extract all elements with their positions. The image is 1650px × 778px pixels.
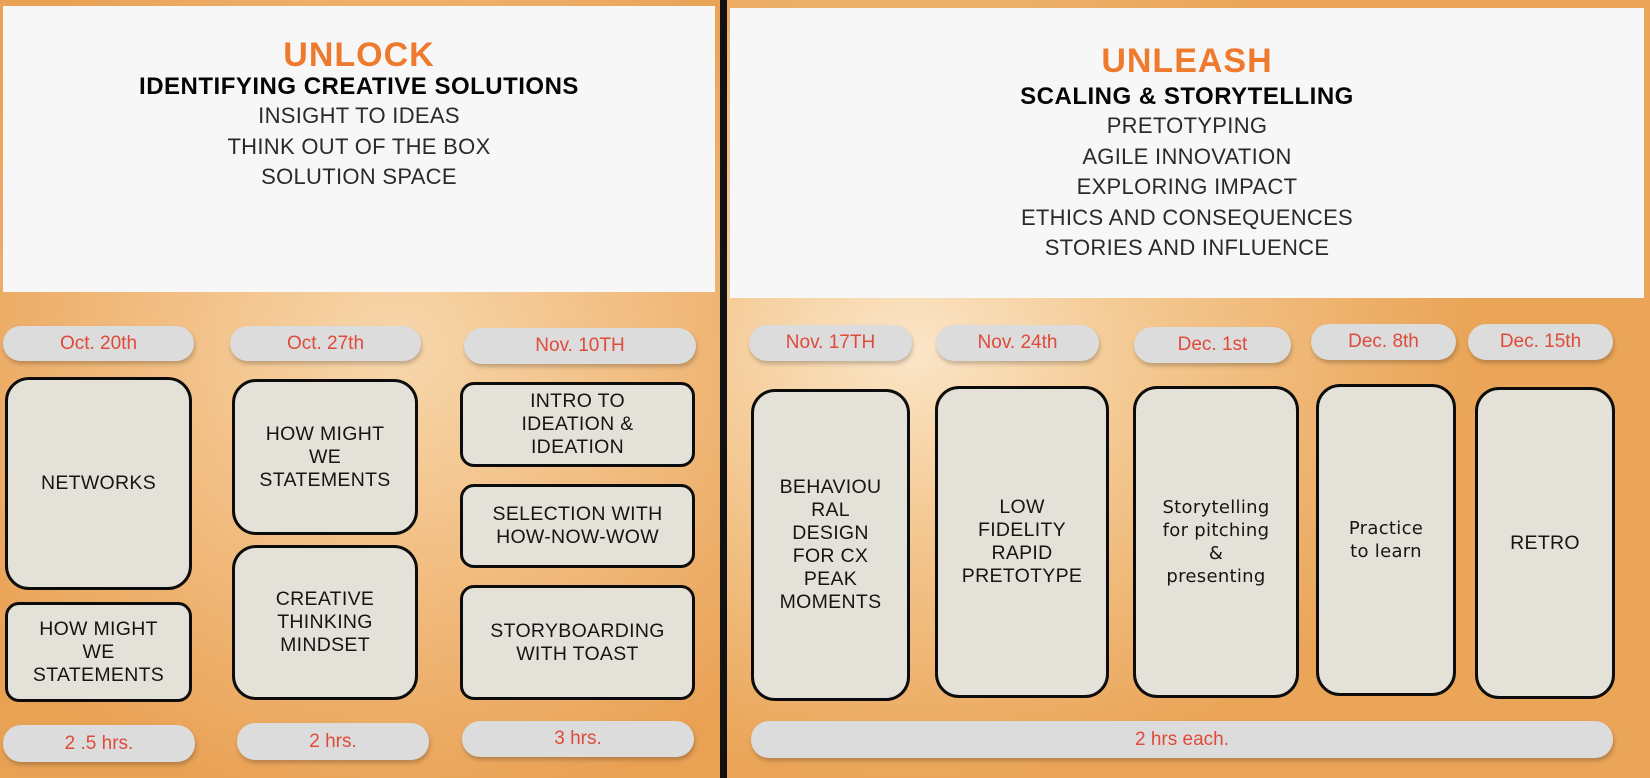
unlock-subtitle: IDENTIFYING CREATIVE SOLUTIONS: [139, 73, 579, 100]
session-box: CREATIVE THINKING MINDSET: [232, 545, 418, 700]
session-box: NETWORKS: [5, 377, 192, 590]
session-box: SELECTION WITH HOW-NOW-WOW: [460, 484, 695, 568]
date-pill: Dec. 15th: [1468, 324, 1613, 360]
unleash-topic: STORIES AND INFLUENCE: [1044, 235, 1330, 260]
unleash-header: UNLEASH SCALING & STORYTELLING PRETOTYPI…: [730, 8, 1644, 298]
unleash-topic: EXPLORING IMPACT: [1076, 174, 1298, 199]
date-pill: Oct. 20th: [3, 326, 194, 361]
session-box: STORYBOARDING WITH TOAST: [460, 585, 695, 700]
unleash-subtitle: SCALING & STORYTELLING: [1020, 83, 1354, 110]
unlock-title: UNLOCK: [283, 36, 435, 74]
date-pill: Oct. 27th: [230, 326, 421, 361]
unlock-topic: INSIGHT TO IDEAS: [258, 103, 460, 128]
date-pill: Nov. 24th: [936, 325, 1099, 361]
date-pill: Dec. 8th: [1311, 324, 1456, 360]
date-pill: Dec. 1st: [1134, 327, 1291, 363]
session-box: HOW MIGHT WE STATEMENTS: [232, 379, 418, 535]
session-box: Practice to learn: [1316, 384, 1456, 696]
unleash-title: UNLEASH: [1101, 42, 1273, 80]
unlock-topic: SOLUTION SPACE: [261, 164, 457, 189]
session-box: INTRO TO IDEATION & IDEATION: [460, 382, 695, 467]
unleash-topic: AGILE INNOVATION: [1082, 143, 1292, 169]
session-box: RETRO: [1475, 387, 1615, 699]
session-box: LOW FIDELITY RAPID PRETOTYPE: [935, 386, 1109, 698]
session-box: Storytelling for pitching & presenting: [1133, 386, 1299, 698]
unleash-topic: PRETOTYPING: [1106, 113, 1268, 138]
session-box: BEHAVIOU RAL DESIGN FOR CX PEAK MOMENTS: [751, 389, 910, 701]
duration-pill: 3 hrs.: [462, 721, 694, 757]
date-pill: Nov. 17TH: [749, 325, 912, 361]
duration-pill: 2 hrs each.: [751, 721, 1613, 758]
unlock-header: UNLOCK IDENTIFYING CREATIVE SOLUTIONS IN…: [3, 6, 715, 292]
unleash-panel: UNLEASH SCALING & STORYTELLING PRETOTYPI…: [727, 0, 1650, 778]
unleash-topic: ETHICS AND CONSEQUENCES: [1020, 204, 1354, 230]
unlock-topic: THINK OUT OF THE BOX: [227, 133, 491, 159]
panel-divider: [720, 0, 727, 778]
duration-pill: 2 .5 hrs.: [3, 725, 195, 762]
unlock-panel: UNLOCK IDENTIFYING CREATIVE SOLUTIONS IN…: [0, 0, 720, 778]
session-box: HOW MIGHT WE STATEMENTS: [5, 602, 192, 702]
date-pill: Nov. 10TH: [464, 328, 696, 364]
duration-pill: 2 hrs.: [237, 723, 429, 760]
